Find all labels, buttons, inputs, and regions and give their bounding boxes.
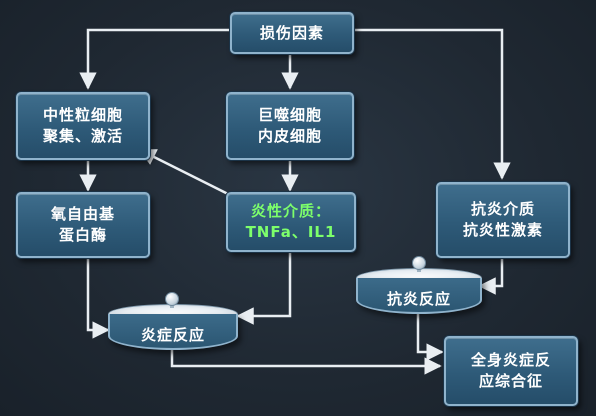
node-inflammatory-mediators-line-1: 炎性介质： [250, 202, 331, 220]
node-anti-inflammatory-response-body: 抗炎反应 [356, 278, 482, 314]
node-inflammatory-mediators-line-2: TNFa、IL1 [245, 223, 337, 241]
node-sirs-line-2: 应综合征 [478, 372, 543, 390]
node-macrophage: 巨噬细胞 内皮细胞 [226, 92, 354, 160]
node-anti-inflammatory-mediators-line-2: 抗炎性激素 [462, 221, 543, 239]
node-neutrophil: 中性粒细胞 聚集、激活 [16, 92, 150, 160]
node-macrophage-line-2: 内皮细胞 [257, 127, 322, 145]
node-oxygen-radicals-line-2: 蛋白酶 [58, 226, 107, 244]
node-anti-inflammatory-mediators: 抗炎介质 抗炎性激素 [436, 182, 570, 258]
edge-inflammation-sirs [170, 348, 442, 375]
edge-oxygen-inflammation [86, 258, 110, 339]
node-inflammatory-response-label: 炎症反应 [140, 325, 205, 344]
node-injury-factors-line-1: 损伤因素 [259, 23, 324, 42]
edge-mediators-inflammation [236, 252, 292, 325]
node-macrophage-line-1: 巨噬细胞 [257, 106, 322, 124]
node-neutrophil-line-2: 聚集、激活 [42, 127, 123, 145]
node-oxygen-radicals-line-1: 氧自由基 [50, 205, 115, 223]
edge-anti-mediators-anti-inflammation [478, 258, 504, 295]
node-oxygen-radicals: 氧自由基 蛋白酶 [16, 192, 150, 258]
edge-anti-inflammation-sirs [416, 312, 444, 361]
node-neutrophil-line-1: 中性粒细胞 [42, 106, 123, 124]
edge-injury-anti-mediators [352, 28, 511, 180]
node-sirs-line-1: 全身炎症反 [470, 351, 551, 369]
node-inflammatory-response: 炎症反应 [108, 304, 238, 350]
pin-inflammation [165, 292, 179, 306]
node-sirs: 全身炎症反 应综合征 [444, 336, 578, 406]
edge-injury-neutrophil [79, 28, 232, 90]
node-inflammatory-response-body: 炎症反应 [108, 314, 238, 350]
pin-anti-inflammation [412, 256, 426, 270]
node-anti-inflammatory-response: 抗炎反应 [356, 268, 482, 314]
node-injury-factors: 损伤因素 [230, 12, 354, 54]
node-inflammatory-mediators: 炎性介质： TNFa、IL1 [226, 192, 356, 252]
node-anti-inflammatory-mediators-line-1: 抗炎介质 [470, 200, 535, 218]
edge-mediators-neutrophil [138, 148, 233, 198]
node-anti-inflammatory-response-label: 抗炎反应 [386, 289, 451, 308]
